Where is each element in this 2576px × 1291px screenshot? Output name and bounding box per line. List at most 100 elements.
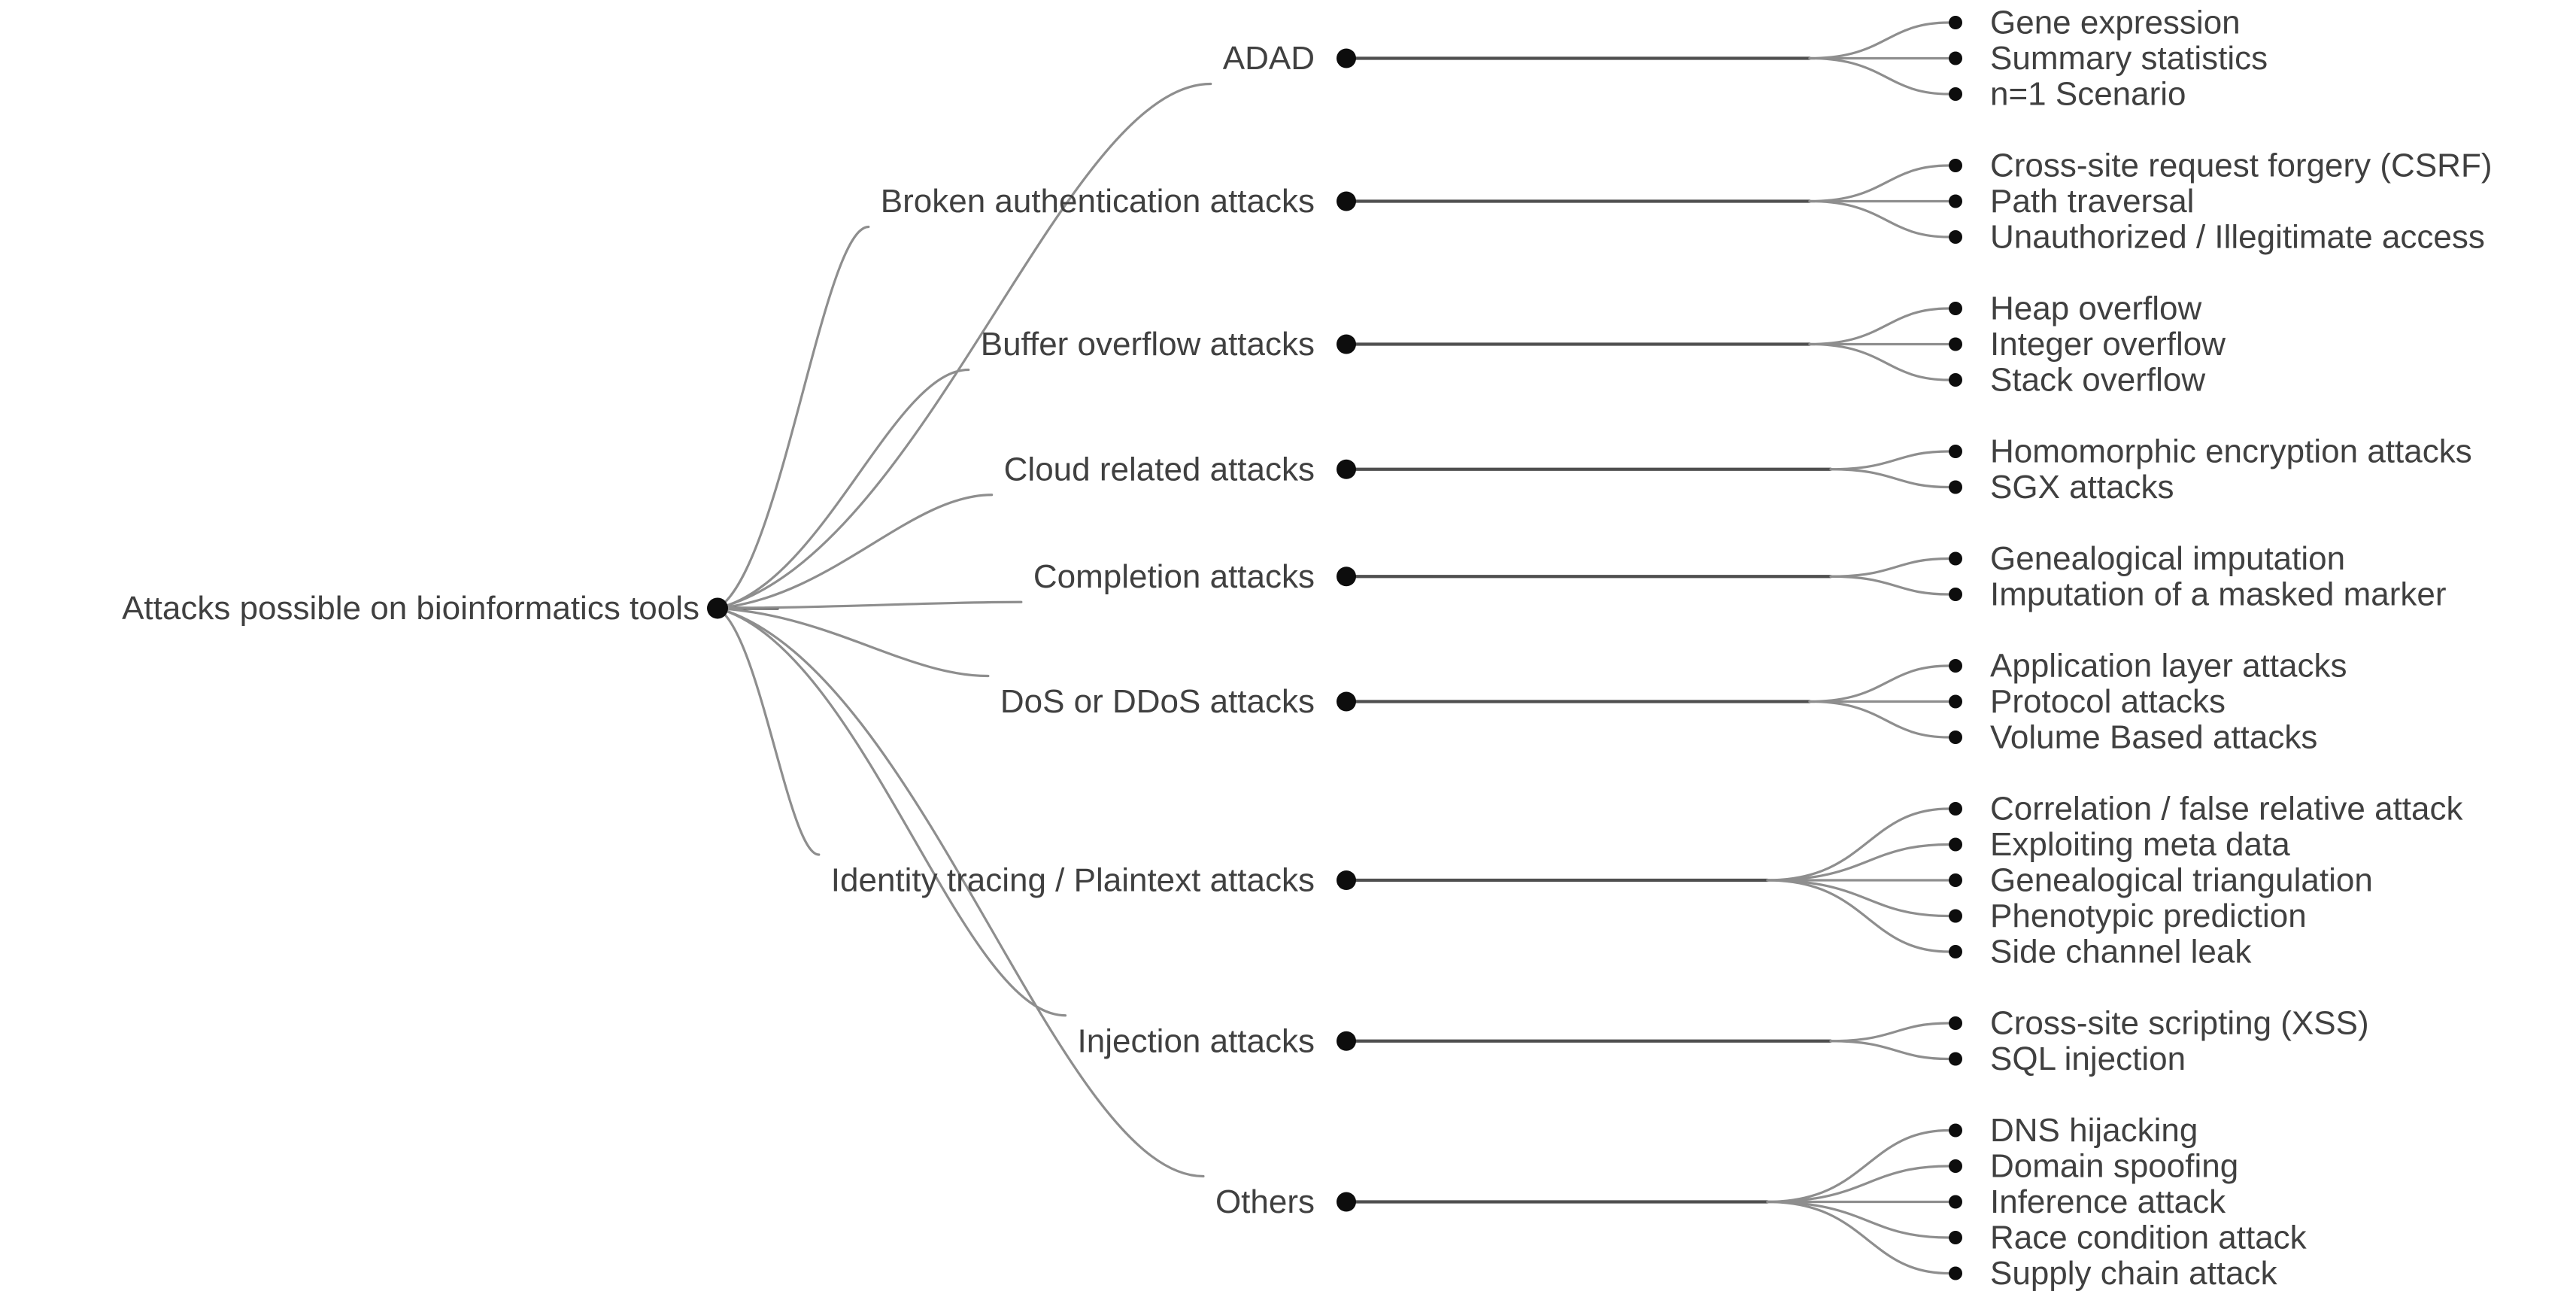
leaf-bullet — [1949, 87, 1962, 101]
branch-edge — [1766, 879, 1950, 918]
category-node-dot — [1337, 1031, 1356, 1051]
category-label: Buffer overflow attacks — [981, 326, 1315, 363]
leaf-bullet — [1949, 1266, 1962, 1280]
root-edge — [716, 606, 821, 856]
category-label: Injection attacks — [1078, 1022, 1315, 1059]
branch-edge — [1808, 700, 1950, 739]
category-node-dot — [1337, 334, 1356, 354]
root-edge — [716, 606, 1067, 1017]
leaf-label: Application layer attacks — [1990, 648, 2347, 685]
edges-layer — [715, 21, 1950, 1275]
leaf-bullet — [1949, 1016, 1962, 1030]
leaf-bullet — [1949, 802, 1962, 816]
category-node-dot — [1337, 1192, 1356, 1212]
leaf-label: Stack overflow — [1990, 362, 2205, 399]
leaf-bullet — [1949, 1195, 1962, 1209]
leaf-label: Exploiting meta data — [1990, 826, 2290, 863]
leaf-bullet — [1949, 230, 1962, 244]
branch-edge — [1766, 1128, 1950, 1204]
branch-edge — [1808, 342, 1950, 381]
branch-edge — [1829, 450, 1950, 471]
branch-edge — [1829, 575, 1950, 596]
leaf-label: DNS hijacking — [1990, 1112, 2198, 1149]
category-node-dot — [1337, 48, 1356, 68]
branch-edge — [1766, 843, 1950, 882]
category-label: Cloud related attacks — [1004, 451, 1315, 488]
leaf-label: Path traversal — [1990, 183, 2194, 220]
leaf-bullet — [1949, 1159, 1962, 1173]
root-edge — [716, 82, 1212, 610]
leaf-bullet — [1949, 1052, 1962, 1066]
category-label: DoS or DDoS attacks — [1000, 683, 1315, 720]
leaf-bullet — [1949, 194, 1962, 208]
category-label: Completion attacks — [1033, 558, 1315, 595]
root-edge — [716, 600, 1023, 610]
leaf-label: Genealogical imputation — [1990, 540, 2345, 577]
leaf-label: Phenotypic prediction — [1990, 898, 2307, 934]
root-edge — [716, 606, 990, 678]
branch-edge — [1829, 1022, 1950, 1043]
leaf-bullet — [1949, 373, 1962, 387]
leaf-bullet — [1949, 337, 1962, 351]
leaf-label: Summary statistics — [1990, 40, 2268, 77]
category-node-dot — [1337, 691, 1356, 712]
leaf-label: Genealogical triangulation — [1990, 862, 2373, 899]
leaf-bullet — [1949, 51, 1962, 65]
leaf-bullet — [1949, 694, 1962, 709]
branch-edge — [1829, 468, 1950, 489]
leaf-label: Integer overflow — [1990, 326, 2226, 363]
leaf-bullet — [1949, 445, 1962, 458]
nodes-layer — [707, 16, 1962, 1280]
leaf-label: Volume Based attacks — [1990, 719, 2317, 756]
leaf-label: SGX attacks — [1990, 469, 2174, 506]
category-node-dot — [1337, 191, 1356, 211]
branch-edge — [1808, 56, 1950, 96]
category-node-dot — [1337, 459, 1356, 479]
leaf-bullet — [1949, 659, 1962, 673]
leaf-bullet — [1949, 1123, 1962, 1138]
leaf-label: Inference attack — [1990, 1183, 2226, 1220]
leaf-bullet — [1949, 909, 1962, 923]
leaf-label: Cross-site request forgery (CSRF) — [1990, 147, 2492, 184]
labels-layer: Attacks possible on bioinformatics tools… — [122, 5, 2492, 1291]
root-edge — [716, 368, 970, 610]
category-label: Identity tracing / Plaintext attacks — [831, 862, 1315, 899]
leaf-bullet — [1949, 731, 1962, 744]
branch-edge — [1808, 164, 1950, 203]
leaf-bullet — [1949, 945, 1962, 958]
branch-edge — [1808, 21, 1950, 60]
branch-edge — [1766, 1200, 1950, 1239]
category-node-dot — [1337, 567, 1356, 587]
leaf-bullet — [1949, 480, 1962, 494]
leaf-bullet — [1949, 159, 1962, 172]
leaf-bullet — [1949, 551, 1962, 566]
root-edge — [716, 225, 870, 610]
branch-edge — [1766, 807, 1950, 882]
leaf-bullet — [1949, 16, 1962, 29]
leaf-bullet — [1949, 837, 1962, 852]
branch-edge — [1829, 1040, 1950, 1061]
leaf-label: Protocol attacks — [1990, 683, 2226, 720]
root-node-dot — [707, 597, 728, 619]
category-label: ADAD — [1223, 40, 1315, 77]
branch-edge — [1808, 307, 1950, 346]
leaf-bullet — [1949, 302, 1962, 315]
leaf-label: Gene expression — [1990, 5, 2241, 41]
branch-edge — [1766, 879, 1950, 953]
branch-edge — [1829, 557, 1950, 578]
branch-edge — [1766, 1165, 1950, 1204]
leaf-label: Race condition attack — [1990, 1220, 2307, 1256]
category-label: Broken authentication attacks — [881, 183, 1315, 220]
root-edge — [716, 494, 994, 610]
category-node-dot — [1337, 870, 1356, 890]
leaf-label: Domain spoofing — [1990, 1148, 2238, 1185]
leaf-label: Side channel leak — [1990, 934, 2252, 971]
leaf-bullet — [1949, 1231, 1962, 1244]
leaf-label: Unauthorized / Illegitimate access — [1990, 219, 2485, 256]
leaf-label: Imputation of a masked marker — [1990, 576, 2446, 613]
branch-edge — [1808, 199, 1950, 238]
leaf-label: n=1 Scenario — [1990, 76, 2186, 113]
leaf-bullet — [1949, 873, 1962, 887]
